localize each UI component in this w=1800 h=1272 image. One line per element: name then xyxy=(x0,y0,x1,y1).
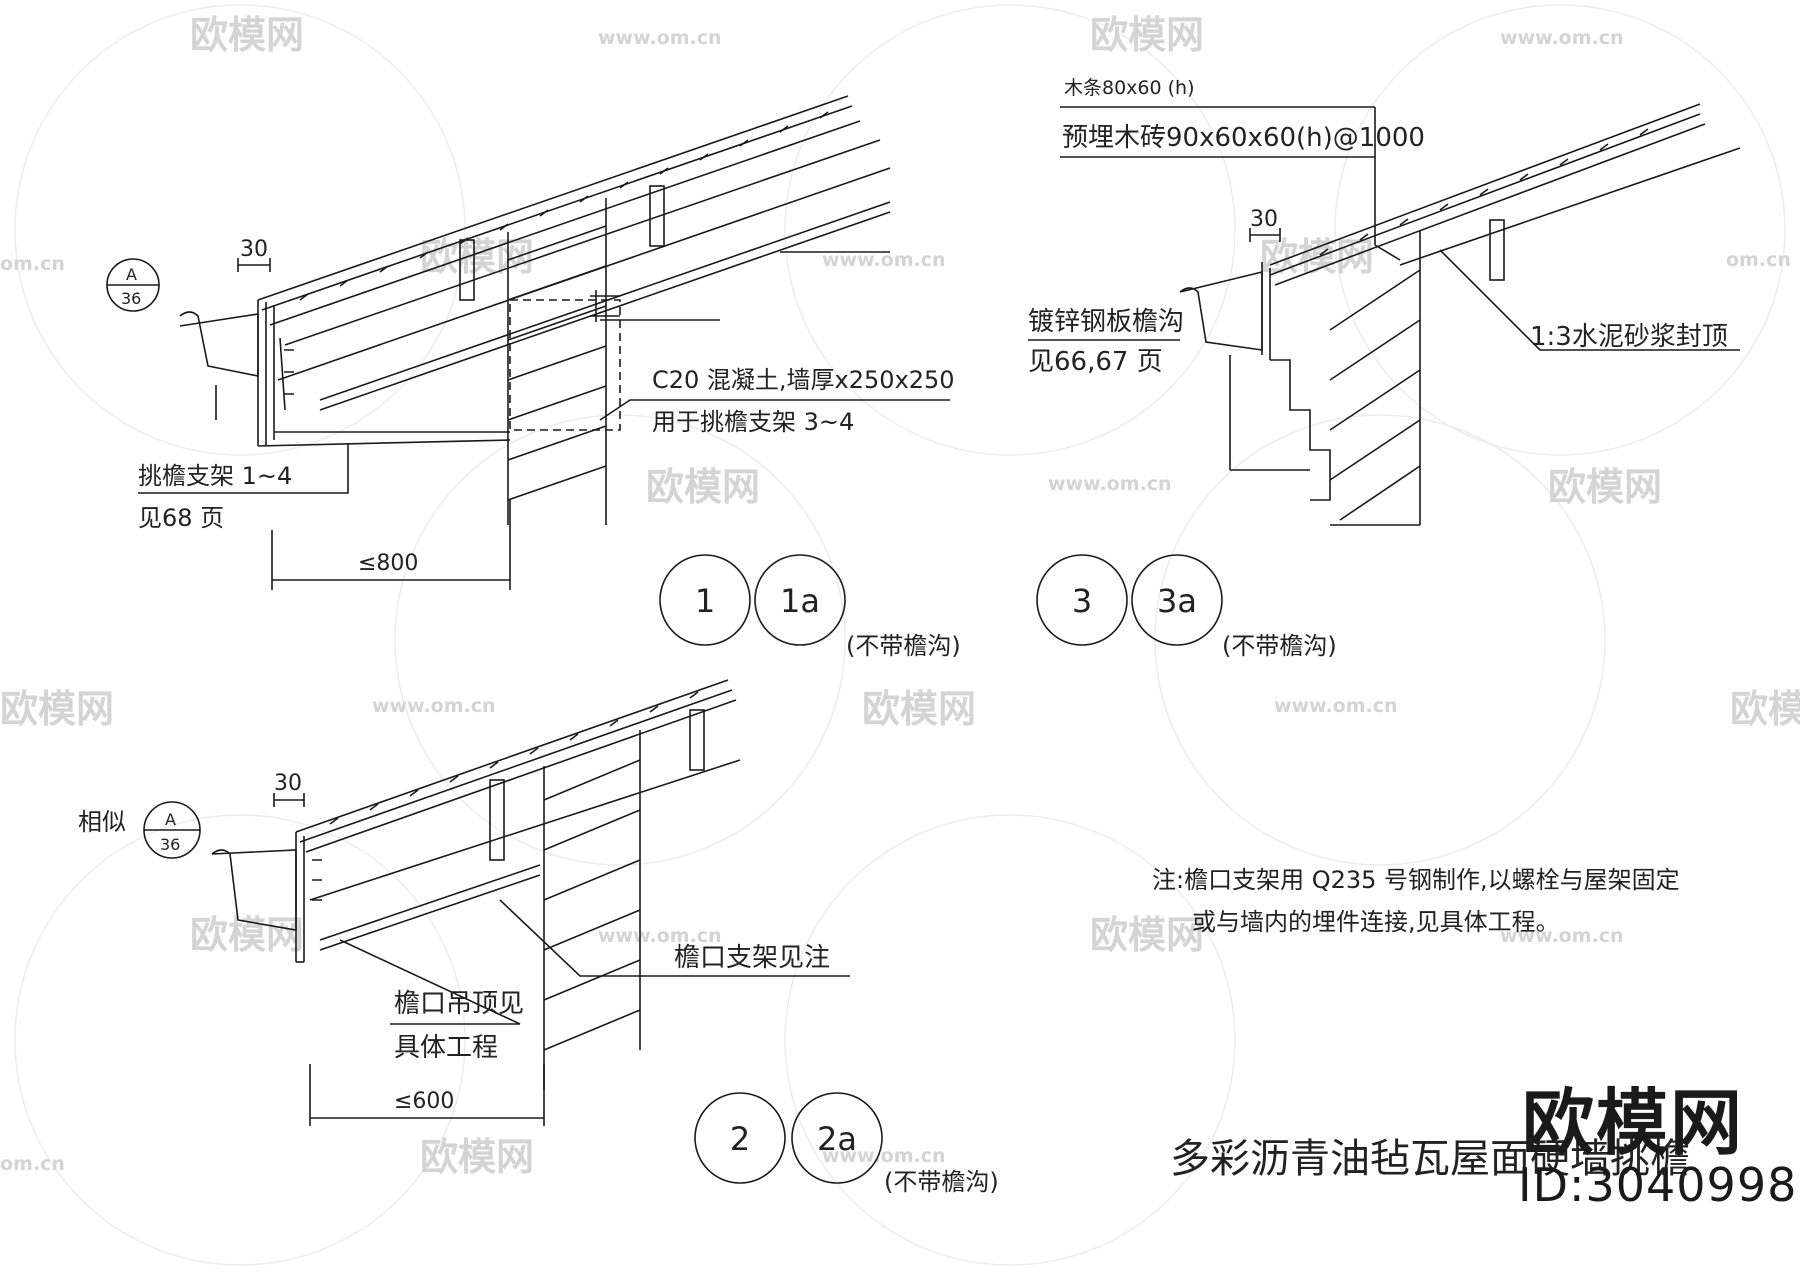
general-note: 注:檐口支架用 Q235 号钢制作,以螺栓与屋架固定 或与墙内的埋件连接,见具体… xyxy=(1152,866,1680,936)
detail-1-markers: 1 1a (不带檐沟) xyxy=(659,554,961,660)
section-marker-circle xyxy=(791,1092,883,1184)
detail-2-ref-letter: A xyxy=(165,810,176,829)
watermark-brand: 欧模网 xyxy=(1730,687,1800,731)
watermark-brand: 欧模网 xyxy=(420,1135,534,1179)
detail-1-dim-bottom: ≤800 xyxy=(358,551,418,576)
watermark-brand: 欧模网 xyxy=(0,687,114,731)
section-marker-1: 1 xyxy=(695,582,715,620)
detail-3-brick: 预埋木砖90x60x60(h)@1000 xyxy=(1062,123,1425,153)
detail-1-bracket-line2: 见68 页 xyxy=(138,504,224,532)
watermark-brand: 欧模网 xyxy=(1090,913,1204,957)
detail-2-similar: 相似 xyxy=(78,808,126,836)
section-marker-2-note: (不带檐沟) xyxy=(884,1168,999,1196)
note-line-1: 注:檐口支架用 Q235 号钢制作,以螺栓与屋架固定 xyxy=(1152,866,1680,894)
section-marker-2a: 2a xyxy=(817,1120,857,1158)
watermark-brand: 欧模网 xyxy=(190,913,304,957)
watermark-texts: 欧模网 www.om.cn 欧模网 www.om.cn om.cn 欧模网 ww… xyxy=(0,13,1800,1179)
detail-3-gutter-line1: 镀锌钢板檐沟 xyxy=(1028,307,1184,337)
watermark-url: www.om.cn xyxy=(822,249,946,271)
watermark-url: om.cn xyxy=(0,253,65,275)
watermark-url: www.om.cn xyxy=(1500,27,1624,49)
detail-1-dim-top: 30 xyxy=(240,237,268,262)
note-line-2: 或与墙内的埋件连接,见具体工程。 xyxy=(1192,908,1560,936)
section-marker-3a: 3a xyxy=(1157,582,1197,620)
detail-2-dim-top: 30 xyxy=(274,771,302,796)
watermark-url: om.cn xyxy=(0,1153,65,1175)
watermark-url: www.om.cn xyxy=(1048,473,1172,495)
detail-2-ceiling-line1: 檐口吊顶见 xyxy=(394,989,524,1019)
watermark-url: www.om.cn xyxy=(598,925,722,947)
watermark-url: www.om.cn xyxy=(598,27,722,49)
watermark-brand: 欧模网 xyxy=(862,687,976,731)
detail-3-labels: 木条80x60 (h) 预埋木砖90x60x60(h)@1000 30 镀锌钢板… xyxy=(1028,77,1728,377)
detail-2-ref-num: 36 xyxy=(160,835,180,854)
section-marker-circle xyxy=(659,554,751,646)
section-marker-circle xyxy=(754,554,846,646)
detail-2-markers: 2 2a (不带檐沟) xyxy=(694,1092,999,1196)
section-marker-2: 2 xyxy=(730,1120,750,1158)
detail-3-markers: 3 3a (不带檐沟) xyxy=(1036,554,1337,660)
section-marker-3-note: (不带檐沟) xyxy=(1222,632,1337,660)
detail-1-ref-letter: A xyxy=(126,265,137,284)
section-marker-circle xyxy=(1036,554,1128,646)
watermark-badge: 欧模网 ID:3040998 xyxy=(1518,1081,1798,1212)
detail-1-labels: 30 A 36 C20 混凝土,墙厚x250x250 用于挑檐支架 3~4 挑檐… xyxy=(121,237,955,576)
section-marker-3: 3 xyxy=(1072,582,1092,620)
detail-2-labels: 相似 30 A 36 檐口支架见注 檐口吊顶见 具体工程 ≤600 xyxy=(78,771,830,1114)
watermark-brand: 欧模网 xyxy=(646,465,760,509)
section-marker-circle xyxy=(694,1092,786,1184)
detail-1-bracket-line1: 挑檐支架 1~4 xyxy=(138,462,292,490)
watermark-url: om.cn xyxy=(1726,249,1791,271)
brand-id: ID:3040998 xyxy=(1518,1158,1798,1212)
detail-3-gutter-line2: 见66,67 页 xyxy=(1028,347,1163,377)
detail-2-ceiling-line2: 具体工程 xyxy=(394,1033,498,1063)
detail-1-c20-line2: 用于挑檐支架 3~4 xyxy=(652,408,854,436)
section-marker-1-note: (不带檐沟) xyxy=(846,632,961,660)
detail-3-timber: 木条80x60 (h) xyxy=(1064,77,1195,99)
watermark-brand: 欧模网 xyxy=(1090,13,1204,57)
detail-3-mortar: 1:3水泥砂浆封顶 xyxy=(1530,322,1728,352)
watermark-url: www.om.cn xyxy=(1500,925,1624,947)
watermark-url: www.om.cn xyxy=(372,695,496,717)
section-marker-1a: 1a xyxy=(780,582,820,620)
detail-1-ref-num: 36 xyxy=(121,289,141,308)
watermark-url: www.om.cn xyxy=(822,1145,946,1167)
detail-1-drawing xyxy=(106,95,950,590)
watermark-url: www.om.cn xyxy=(1274,695,1398,717)
watermark-brand: 欧模网 xyxy=(1548,465,1662,509)
watermark-brand: 欧模网 xyxy=(190,13,304,57)
brand-logo-text: 欧模网 xyxy=(1521,1081,1744,1165)
detail-3-dim-top: 30 xyxy=(1250,207,1278,232)
detail-2-support: 檐口支架见注 xyxy=(674,943,830,973)
detail-1-c20-line1: C20 混凝土,墙厚x250x250 xyxy=(652,366,955,394)
section-marker-circle xyxy=(1131,554,1223,646)
detail-3-drawing xyxy=(1028,103,1741,526)
detail-2-drawing xyxy=(143,679,850,1126)
sheet-title: 多彩沥青油毡瓦屋面硬墙挑檐 xyxy=(1170,1136,1690,1182)
detail-2-dim-bottom: ≤600 xyxy=(394,1089,454,1114)
